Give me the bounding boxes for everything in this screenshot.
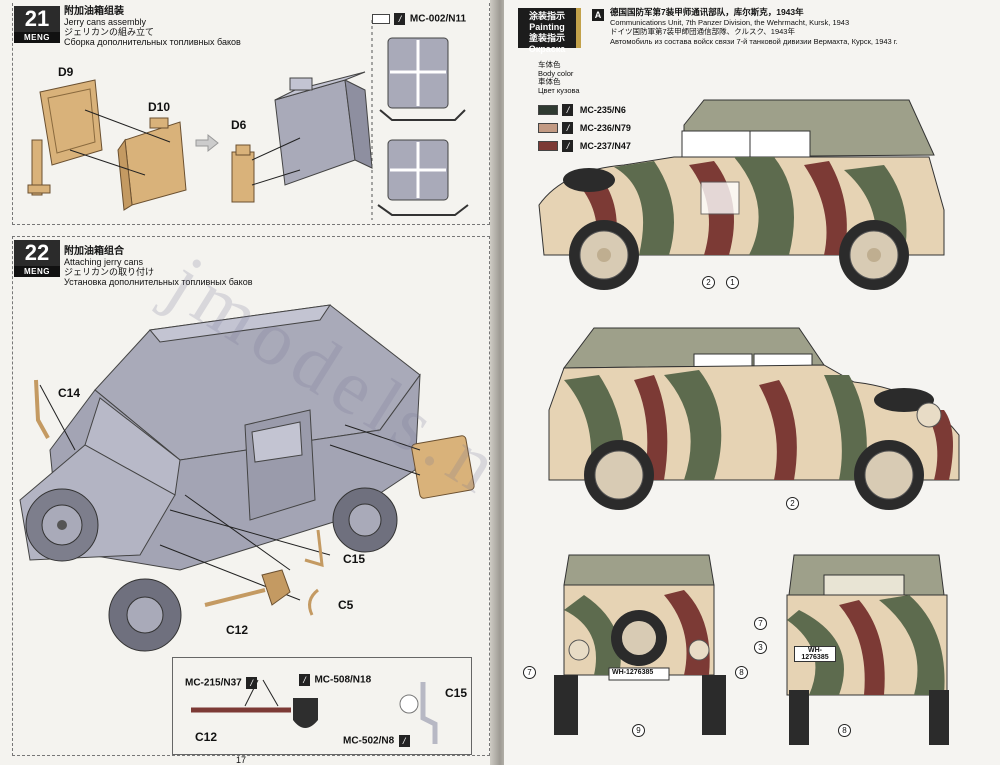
color-chip	[538, 122, 558, 133]
title-zh: 附加油箱组装	[64, 6, 124, 17]
callout-2: 2	[786, 497, 799, 510]
shovel-detail-drawing	[191, 679, 438, 744]
callout-8: 8	[838, 724, 851, 737]
paint-code: MC-508/N18	[314, 674, 372, 686]
callout-1: 1	[726, 276, 739, 289]
step-number: 21	[24, 6, 50, 31]
vehicle-profile-left	[538, 99, 945, 290]
step-22-frame	[12, 236, 490, 756]
color-swatch-row: / MC-236/N79	[538, 119, 631, 137]
jerry-can-assembly-drawing	[27, 20, 469, 220]
painting-badge: 涂装指示 Painting 塗装指示 Окраска	[518, 8, 581, 54]
part-label-c5: C5	[338, 598, 354, 612]
badge-jp: 塗装指示	[528, 33, 565, 43]
body-color-jp: 車体色	[538, 77, 561, 86]
paint-code: MC-002/N11	[409, 13, 467, 25]
paint-ref-bracket: MC-502/N8 /	[343, 732, 410, 750]
scheme-zh: 德国国防军第7装甲师通讯部队，库尔斯克，1943年	[610, 7, 804, 17]
part-label-c12: C12	[195, 730, 218, 744]
color-swatch-row: / MC-235/N6	[538, 101, 626, 119]
jerry-can-detail-view-front	[379, 37, 466, 121]
paint-ref-shovel-handle: MC-215/N37 /	[185, 674, 258, 692]
title-ru: Сборка дополнительных топливных баков	[64, 37, 241, 47]
scheme-jp: ドイツ国防軍第7装甲師団通信部隊、クルスク、1943年	[610, 27, 795, 36]
brush-icon: /	[394, 12, 406, 25]
paint-chip	[372, 13, 390, 24]
license-plate-front: WH-1276385	[612, 669, 654, 676]
title-jp: ジェリカンの取り付け	[64, 267, 155, 277]
title-jp: ジェリカンの組み立て	[64, 27, 155, 37]
callout-7: 7	[754, 617, 767, 630]
jerry-can-half-d9	[27, 79, 103, 196]
step-number: 22	[24, 240, 50, 265]
callout-7: 7	[523, 666, 536, 679]
color-swatch-row: / MC-237/N47	[538, 137, 631, 155]
body-color-en: Body color	[538, 68, 574, 78]
step-21-badge: 21 MENG	[14, 6, 60, 43]
brush-icon: /	[299, 673, 310, 686]
color-chip	[538, 140, 558, 151]
paint-ref-shovel-blade: / MC-508/N18	[299, 671, 371, 689]
vehicle-profile-right	[548, 327, 960, 510]
body-color-ru: Цвет кузова	[538, 85, 580, 95]
callout-3: 3	[754, 641, 767, 654]
title-zh: 附加油箱组合	[64, 246, 124, 257]
jerry-can-assembled	[274, 71, 373, 186]
part-label-c15: C15	[343, 552, 366, 566]
step-21-frame	[12, 3, 490, 225]
callout-9: 9	[632, 724, 645, 737]
jerry-can-half-d10	[117, 117, 187, 211]
step-22-badge: 22 MENG	[14, 240, 60, 277]
body-color-heading: 车体色 Body color 車体色 Цвет кузова	[538, 60, 580, 95]
part-label-c15: C15	[445, 686, 468, 700]
part-label-c14: C14	[58, 386, 81, 400]
scheme-letter: A	[592, 9, 604, 21]
title-en: Jerry cans assembly	[64, 17, 147, 27]
scheme-ru: Автомобиль из состава войск связи 7-й та…	[610, 36, 898, 46]
instruction-page-right: 涂装指示 Painting 塗装指示 Окраска A 德国国防军第7装甲师通…	[504, 0, 1000, 765]
brush-icon: /	[398, 734, 410, 747]
color-code: MC-237/N47	[579, 140, 631, 151]
paint-code: MC-502/N8	[343, 735, 395, 747]
badge-en: Painting	[529, 22, 565, 32]
step-22-title: 附加油箱组合 Attaching jerry cans ジェリカンの取り付け У…	[64, 246, 253, 288]
license-plate-rear: WH-1276385	[794, 646, 836, 662]
vehicle-front-view	[554, 554, 726, 735]
brush-icon: /	[562, 139, 574, 152]
brush-icon: /	[246, 676, 258, 689]
brand-logo: MENG	[14, 266, 60, 277]
step-21-title: 附加油箱组装 Jerry cans assembly ジェリカンの組み立て Сб…	[64, 6, 241, 48]
title-en: Attaching jerry cans	[64, 257, 144, 267]
jerry-can-detail-view-side	[377, 139, 469, 216]
instruction-page-left: 21 MENG 附加油箱组装 Jerry cans assembly ジェリカン…	[0, 0, 496, 765]
filler-cap-d6	[231, 144, 255, 203]
step-21-paint-ref: / MC-002/N11	[372, 10, 466, 28]
color-code: MC-236/N79	[579, 122, 631, 133]
scheme-en: Communications Unit, 7th Panzer Division…	[610, 17, 850, 27]
part-label-c12: C12	[226, 623, 249, 637]
page-number: 17	[236, 755, 247, 765]
part-label-d10: D10	[148, 100, 171, 114]
paint-code: MC-215/N37	[185, 677, 242, 689]
color-code: MC-235/N6	[579, 104, 626, 115]
vehicle-assembly-drawing	[19, 304, 475, 652]
badge-zh: 涂装指示	[528, 11, 565, 21]
title-ru: Установка дополнительных топливных баков	[64, 277, 253, 287]
color-chip	[538, 104, 558, 115]
part-label-d9: D9	[58, 65, 74, 79]
body-color-zh: 车体色	[538, 60, 561, 69]
callout-2: 2	[702, 276, 715, 289]
part-label-d6: D6	[231, 118, 247, 132]
callout-8: 8	[735, 666, 748, 679]
brush-icon: /	[562, 103, 574, 116]
badge-ru: Окраска	[528, 44, 566, 54]
brush-icon: /	[562, 121, 574, 134]
paint-detail-box: MC-215/N37 / / MC-508/N18 MC-502/N8 / C1…	[172, 657, 472, 755]
brand-logo: MENG	[14, 32, 60, 43]
scheme-description: 德国国防军第7装甲师通讯部队，库尔斯克，1943年 Communications…	[610, 7, 990, 46]
